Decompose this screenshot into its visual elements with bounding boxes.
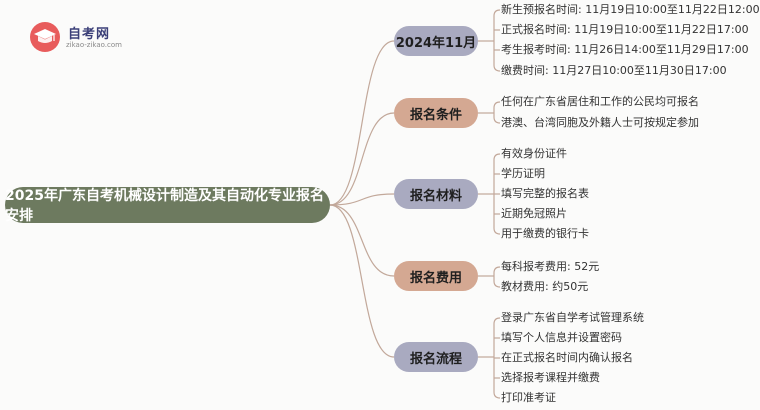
root-branch-connector [329, 112, 395, 206]
leaf-item: 新生预报名时间: 11月19日10:00至11月22日12:00 [501, 3, 760, 16]
branch-node: 报名费用 [394, 261, 478, 291]
graduation-cap-icon [30, 22, 60, 52]
root-branch-connector [329, 204, 395, 277]
root-branch-connector [329, 193, 395, 206]
leaf-item: 登录广东省自学考试管理系统 [501, 311, 644, 324]
leaf-item: 填写个人信息并设置密码 [501, 331, 622, 344]
root-branch-connector [329, 204, 395, 358]
branch-node: 报名材料 [394, 179, 478, 209]
branch-node: 报名流程 [394, 342, 478, 372]
leaf-item: 正式报名时间: 11月19日10:00至11月22日17:00 [501, 23, 749, 36]
leaf-item: 考生报考时间: 11月26日14:00至11月29日17:00 [501, 43, 749, 56]
leaf-item: 填写完整的报名表 [501, 187, 589, 200]
root-topic: 2025年广东自考机械设计制造及其自动化专业报名安排 [5, 187, 330, 224]
leaf-item: 每科报考费用: 52元 [501, 260, 600, 273]
leaf-item: 打印准考证 [501, 391, 556, 404]
leaf-item: 任何在广东省居住和工作的公民均可报名 [501, 95, 699, 108]
site-name: 自考网 [68, 27, 111, 42]
leaf-item: 港澳、台湾同胞及外籍人士可按规定参加 [501, 116, 699, 129]
leaf-item: 近期免冠照片 [501, 207, 567, 220]
branch-node: 报名条件 [394, 98, 478, 128]
leaf-item: 用于缴费的银行卡 [501, 227, 589, 240]
leaf-item: 教材费用: 约50元 [501, 280, 589, 293]
leaf-item: 选择报考课程并缴费 [501, 371, 600, 384]
leaf-item: 学历证明 [501, 167, 545, 180]
leaf-item: 在正式报名时间内确认报名 [501, 351, 633, 364]
leaf-item: 缴费时间: 11月27日10:00至11月30日17:00 [501, 64, 727, 77]
site-url: zikao-zikao.com [66, 41, 122, 49]
leaf-item: 有效身份证件 [501, 147, 567, 160]
branch-node: 2024年11月 [394, 26, 478, 56]
leaf-spine [493, 9, 501, 72]
site-logo[interactable]: 自考网 zikao-zikao.com [30, 20, 150, 54]
leaf-spine [493, 101, 501, 124]
root-branch-connector [329, 40, 395, 206]
leaf-spine [493, 266, 501, 288]
